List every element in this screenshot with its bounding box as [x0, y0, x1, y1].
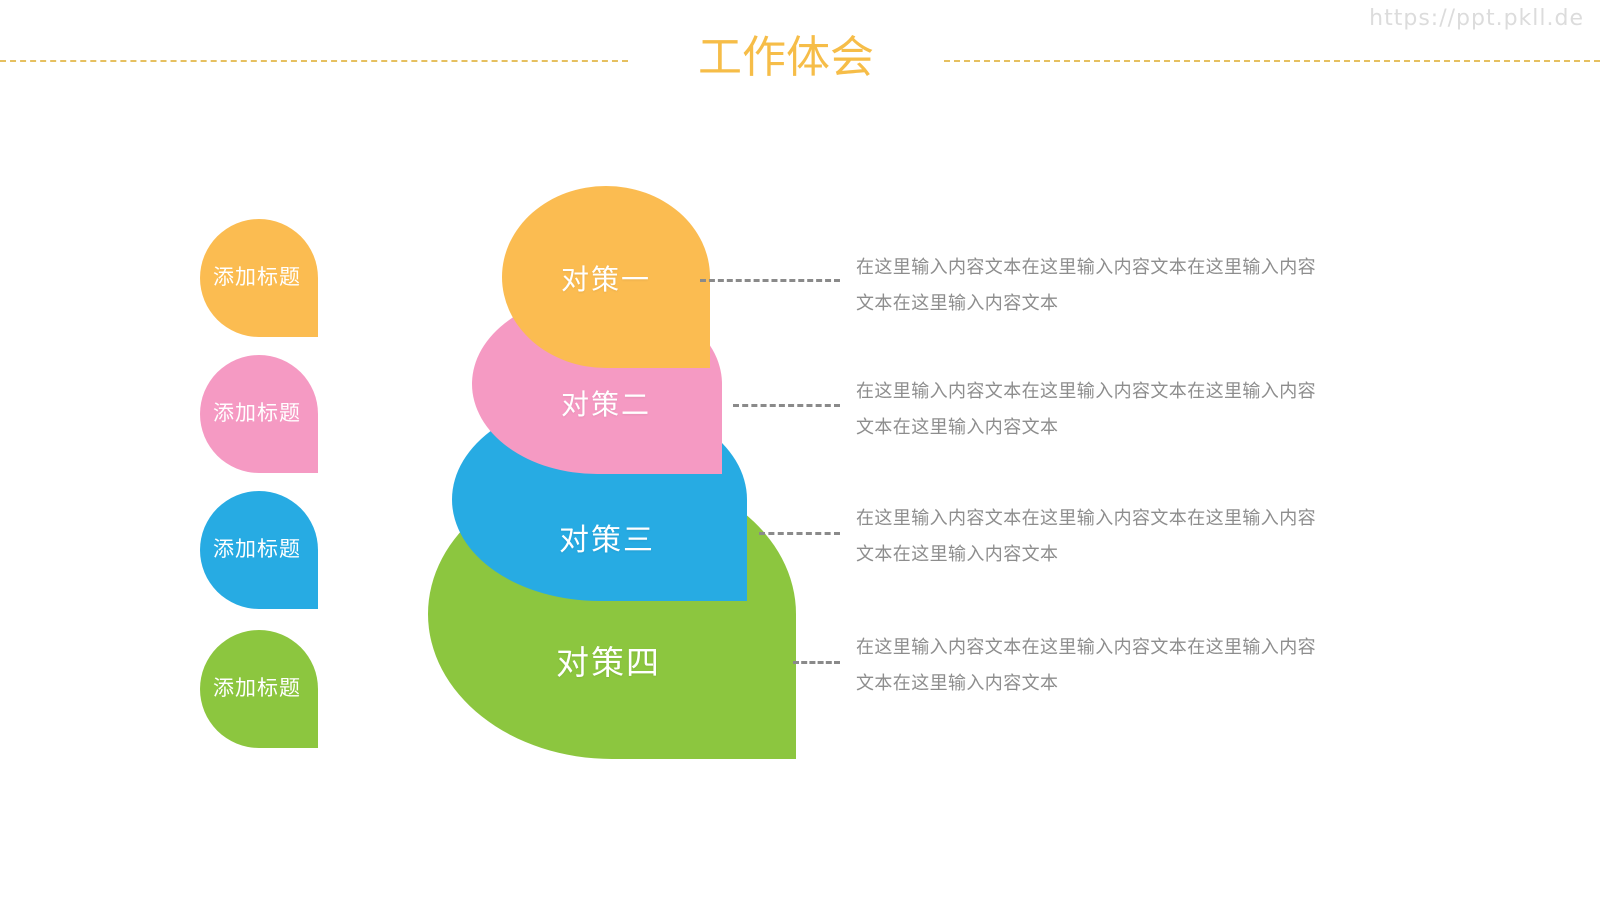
legend-leaf-2[interactable]: 添加标题 — [200, 355, 318, 473]
description-block-2[interactable]: 在这里输入内容文本在这里输入内容文本在这里输入内容 文本在这里输入内容文本 — [856, 374, 1372, 446]
pyramid-label-1: 对策一 — [561, 263, 652, 296]
connector-line-1 — [700, 279, 840, 282]
description-2-line-2: 文本在这里输入内容文本 — [856, 417, 1059, 438]
legend-leaf-1[interactable]: 添加标题 — [200, 219, 318, 337]
description-1-line-1: 在这里输入内容文本在这里输入内容文本在这里输入内容 — [856, 257, 1316, 278]
pyramid-label-2: 对策二 — [561, 388, 652, 421]
description-block-1[interactable]: 在这里输入内容文本在这里输入内容文本在这里输入内容 文本在这里输入内容文本 — [856, 250, 1372, 322]
pyramid-shape-1[interactable] — [502, 186, 710, 368]
pyramid-label-3: 对策三 — [559, 523, 655, 558]
legend-leaf-2-label: 添加标题 — [213, 401, 301, 425]
legend-leaf-1-label: 添加标题 — [213, 265, 301, 289]
legend-leaf-3[interactable]: 添加标题 — [200, 491, 318, 609]
connector-line-2 — [733, 404, 840, 407]
pyramid-label-4: 对策四 — [556, 643, 661, 682]
title-band: 工作体会 — [0, 32, 1600, 94]
description-4-line-1: 在这里输入内容文本在这里输入内容文本在这里输入内容 — [856, 637, 1316, 658]
connector-line-3 — [759, 532, 840, 535]
description-2-line-1: 在这里输入内容文本在这里输入内容文本在这里输入内容 — [856, 381, 1316, 402]
title-rule-left — [0, 60, 628, 62]
page-title: 工作体会 — [698, 32, 874, 83]
description-block-4[interactable]: 在这里输入内容文本在这里输入内容文本在这里输入内容 文本在这里输入内容文本 — [856, 630, 1372, 702]
watermark: https://ppt.pkll.de — [1369, 6, 1584, 31]
title-rule-right — [944, 60, 1600, 62]
description-4-line-2: 文本在这里输入内容文本 — [856, 673, 1059, 694]
description-3-line-2: 文本在这里输入内容文本 — [856, 544, 1059, 565]
description-block-3[interactable]: 在这里输入内容文本在这里输入内容文本在这里输入内容 文本在这里输入内容文本 — [856, 501, 1372, 573]
legend-leaf-3-label: 添加标题 — [213, 537, 301, 561]
legend-leaf-4[interactable]: 添加标题 — [200, 630, 318, 748]
legend-leaf-4-label: 添加标题 — [213, 676, 301, 700]
description-3-line-1: 在这里输入内容文本在这里输入内容文本在这里输入内容 — [856, 508, 1316, 529]
description-1-line-2: 文本在这里输入内容文本 — [856, 293, 1059, 314]
connector-line-4 — [793, 661, 840, 664]
